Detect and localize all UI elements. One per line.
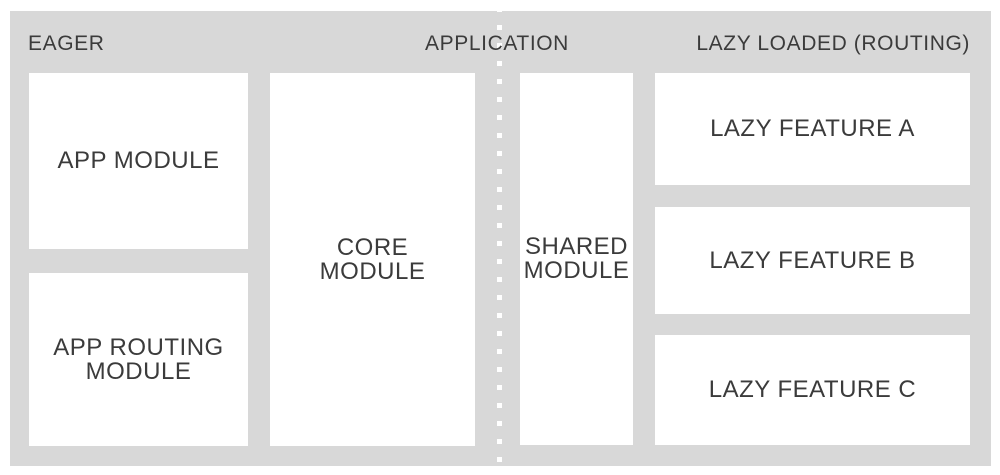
- app-module-label: APP MODULE: [57, 147, 220, 174]
- lazy-loaded-section-label: LAZY LOADED (ROUTING): [696, 32, 970, 55]
- core-module-box: CORE MODULE: [270, 73, 475, 446]
- core-module-label: CORE MODULE: [319, 233, 426, 285]
- eager-section-label: EAGER: [28, 32, 105, 55]
- app-routing-module-box: APP ROUTING MODULE: [29, 273, 248, 446]
- lazy-feature-b-box: LAZY FEATURE B: [655, 207, 970, 314]
- shared-module-label: SHARED MODULE: [523, 233, 630, 284]
- lazy-feature-a-box: LAZY FEATURE A: [655, 73, 970, 185]
- lazy-feature-c-label: LAZY FEATURE C: [708, 376, 917, 403]
- application-section-label: APPLICATION: [425, 32, 569, 55]
- lazy-feature-b-label: LAZY FEATURE B: [709, 246, 916, 274]
- lazy-feature-c-box: LAZY FEATURE C: [655, 335, 970, 445]
- shared-module-box: SHARED MODULE: [520, 73, 633, 445]
- lazy-feature-a-label: LAZY FEATURE A: [710, 115, 915, 142]
- eager-lazy-divider-dotted-line: [497, 7, 502, 469]
- app-routing-module-label: APP ROUTING MODULE: [53, 333, 224, 385]
- app-module-box: APP MODULE: [29, 73, 248, 249]
